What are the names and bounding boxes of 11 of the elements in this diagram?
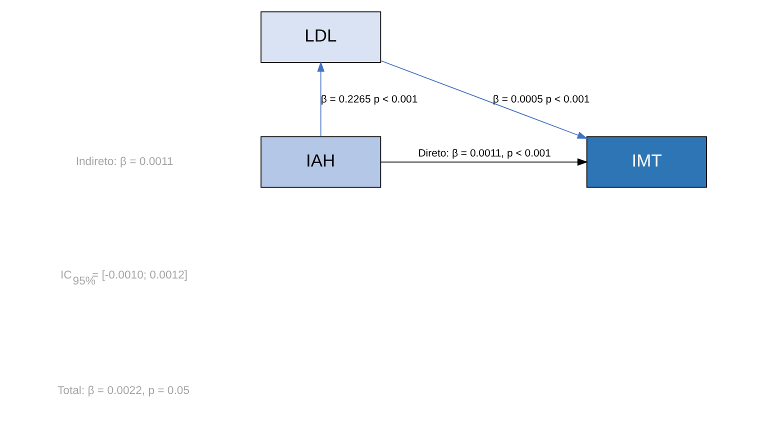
arrow: [317, 61, 325, 137]
edge-label: β = 0.2265 p < 0.001: [320, 94, 418, 106]
arrow: [380, 158, 588, 166]
node-box: LDL: [260, 11, 382, 63]
node-box: IMT: [586, 136, 707, 188]
edge-label: β = 0.0005 p < 0.001: [492, 94, 590, 106]
arrow: [380, 60, 588, 139]
label: Total: β = 0.0022, p = 0.05: [57, 384, 190, 397]
node-box: IAH: [260, 136, 382, 188]
label: Indireto: β = 0.0011: [76, 156, 174, 168]
edge-label: Direto: β = 0.0011, p < 0.001: [418, 148, 551, 160]
